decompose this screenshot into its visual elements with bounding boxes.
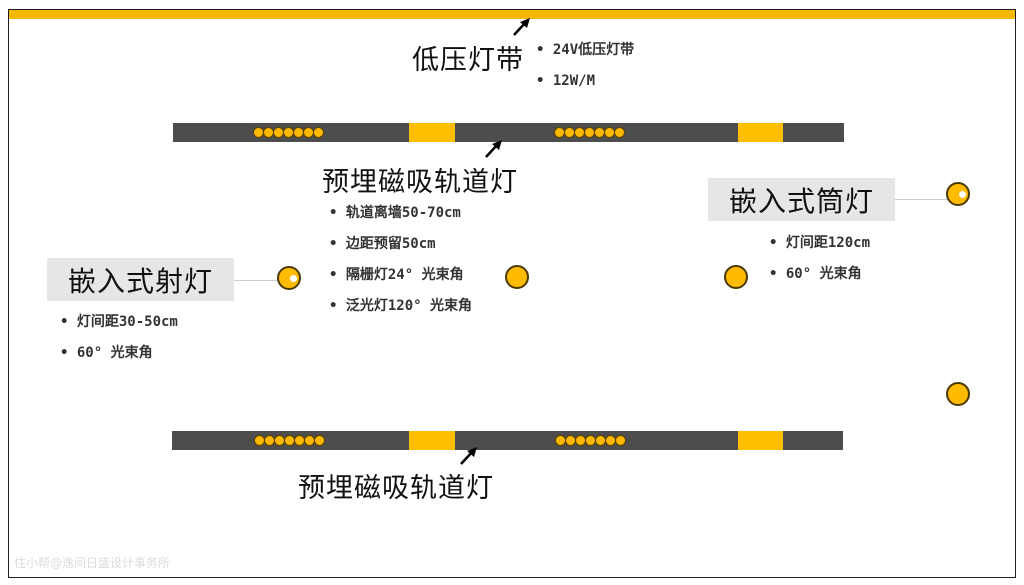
downlight-icon	[946, 382, 970, 406]
watermark: 住小帮@逸间日盛设计事务所	[14, 556, 171, 570]
spotlight-icon	[724, 265, 748, 289]
grille-light	[253, 127, 324, 138]
track-slot	[409, 123, 455, 142]
spec-item: 60° 光束角	[769, 264, 870, 295]
track-slot	[738, 431, 783, 450]
leader-line	[234, 280, 294, 281]
recessed-downlight-specs: 灯间距120cm 60° 光束角	[769, 233, 870, 295]
spec-item: 60° 光束角	[60, 343, 178, 374]
downlight-icon	[946, 182, 970, 206]
low-voltage-strip-specs: 24V低压灯带 12W/M	[536, 40, 634, 102]
low-voltage-light-strip	[9, 10, 1015, 19]
magnetic-track-bottom	[172, 431, 843, 450]
spec-item: 灯间距120cm	[769, 233, 870, 264]
track-slot	[738, 123, 783, 142]
grille-light	[555, 435, 626, 446]
grille-light	[554, 127, 625, 138]
recessed-spotlight-specs: 灯间距30-50cm 60° 光束角	[60, 312, 178, 374]
arrow-icon	[460, 447, 477, 465]
arrow-icon	[513, 18, 530, 36]
leader-line	[895, 199, 960, 200]
spec-item: 边距预留50cm	[329, 234, 472, 265]
spotlight-icon	[277, 266, 301, 290]
magnetic-track-top-title: 预埋磁吸轨道灯	[322, 167, 518, 198]
track-slot	[409, 431, 455, 450]
arrow-icon	[485, 140, 502, 158]
magnetic-track-specs: 轨道离墙50-70cm 边距预留50cm 隔栅灯24° 光束角 泛光灯120° …	[329, 203, 472, 327]
spec-item: 轨道离墙50-70cm	[329, 203, 472, 234]
magnetic-track-top	[173, 123, 844, 142]
spec-item: 泛光灯120° 光束角	[329, 296, 472, 327]
recessed-spotlight-title: 嵌入式射灯	[47, 258, 234, 301]
grille-light	[254, 435, 325, 446]
recessed-downlight-title: 嵌入式筒灯	[708, 178, 895, 221]
spotlight-icon	[505, 265, 529, 289]
spec-item: 12W/M	[536, 71, 634, 102]
low-voltage-strip-title: 低压灯带	[412, 45, 524, 76]
spec-item: 灯间距30-50cm	[60, 312, 178, 343]
magnetic-track-bottom-title: 预埋磁吸轨道灯	[298, 473, 494, 504]
spec-item: 24V低压灯带	[536, 40, 634, 71]
spec-item: 隔栅灯24° 光束角	[329, 265, 472, 296]
